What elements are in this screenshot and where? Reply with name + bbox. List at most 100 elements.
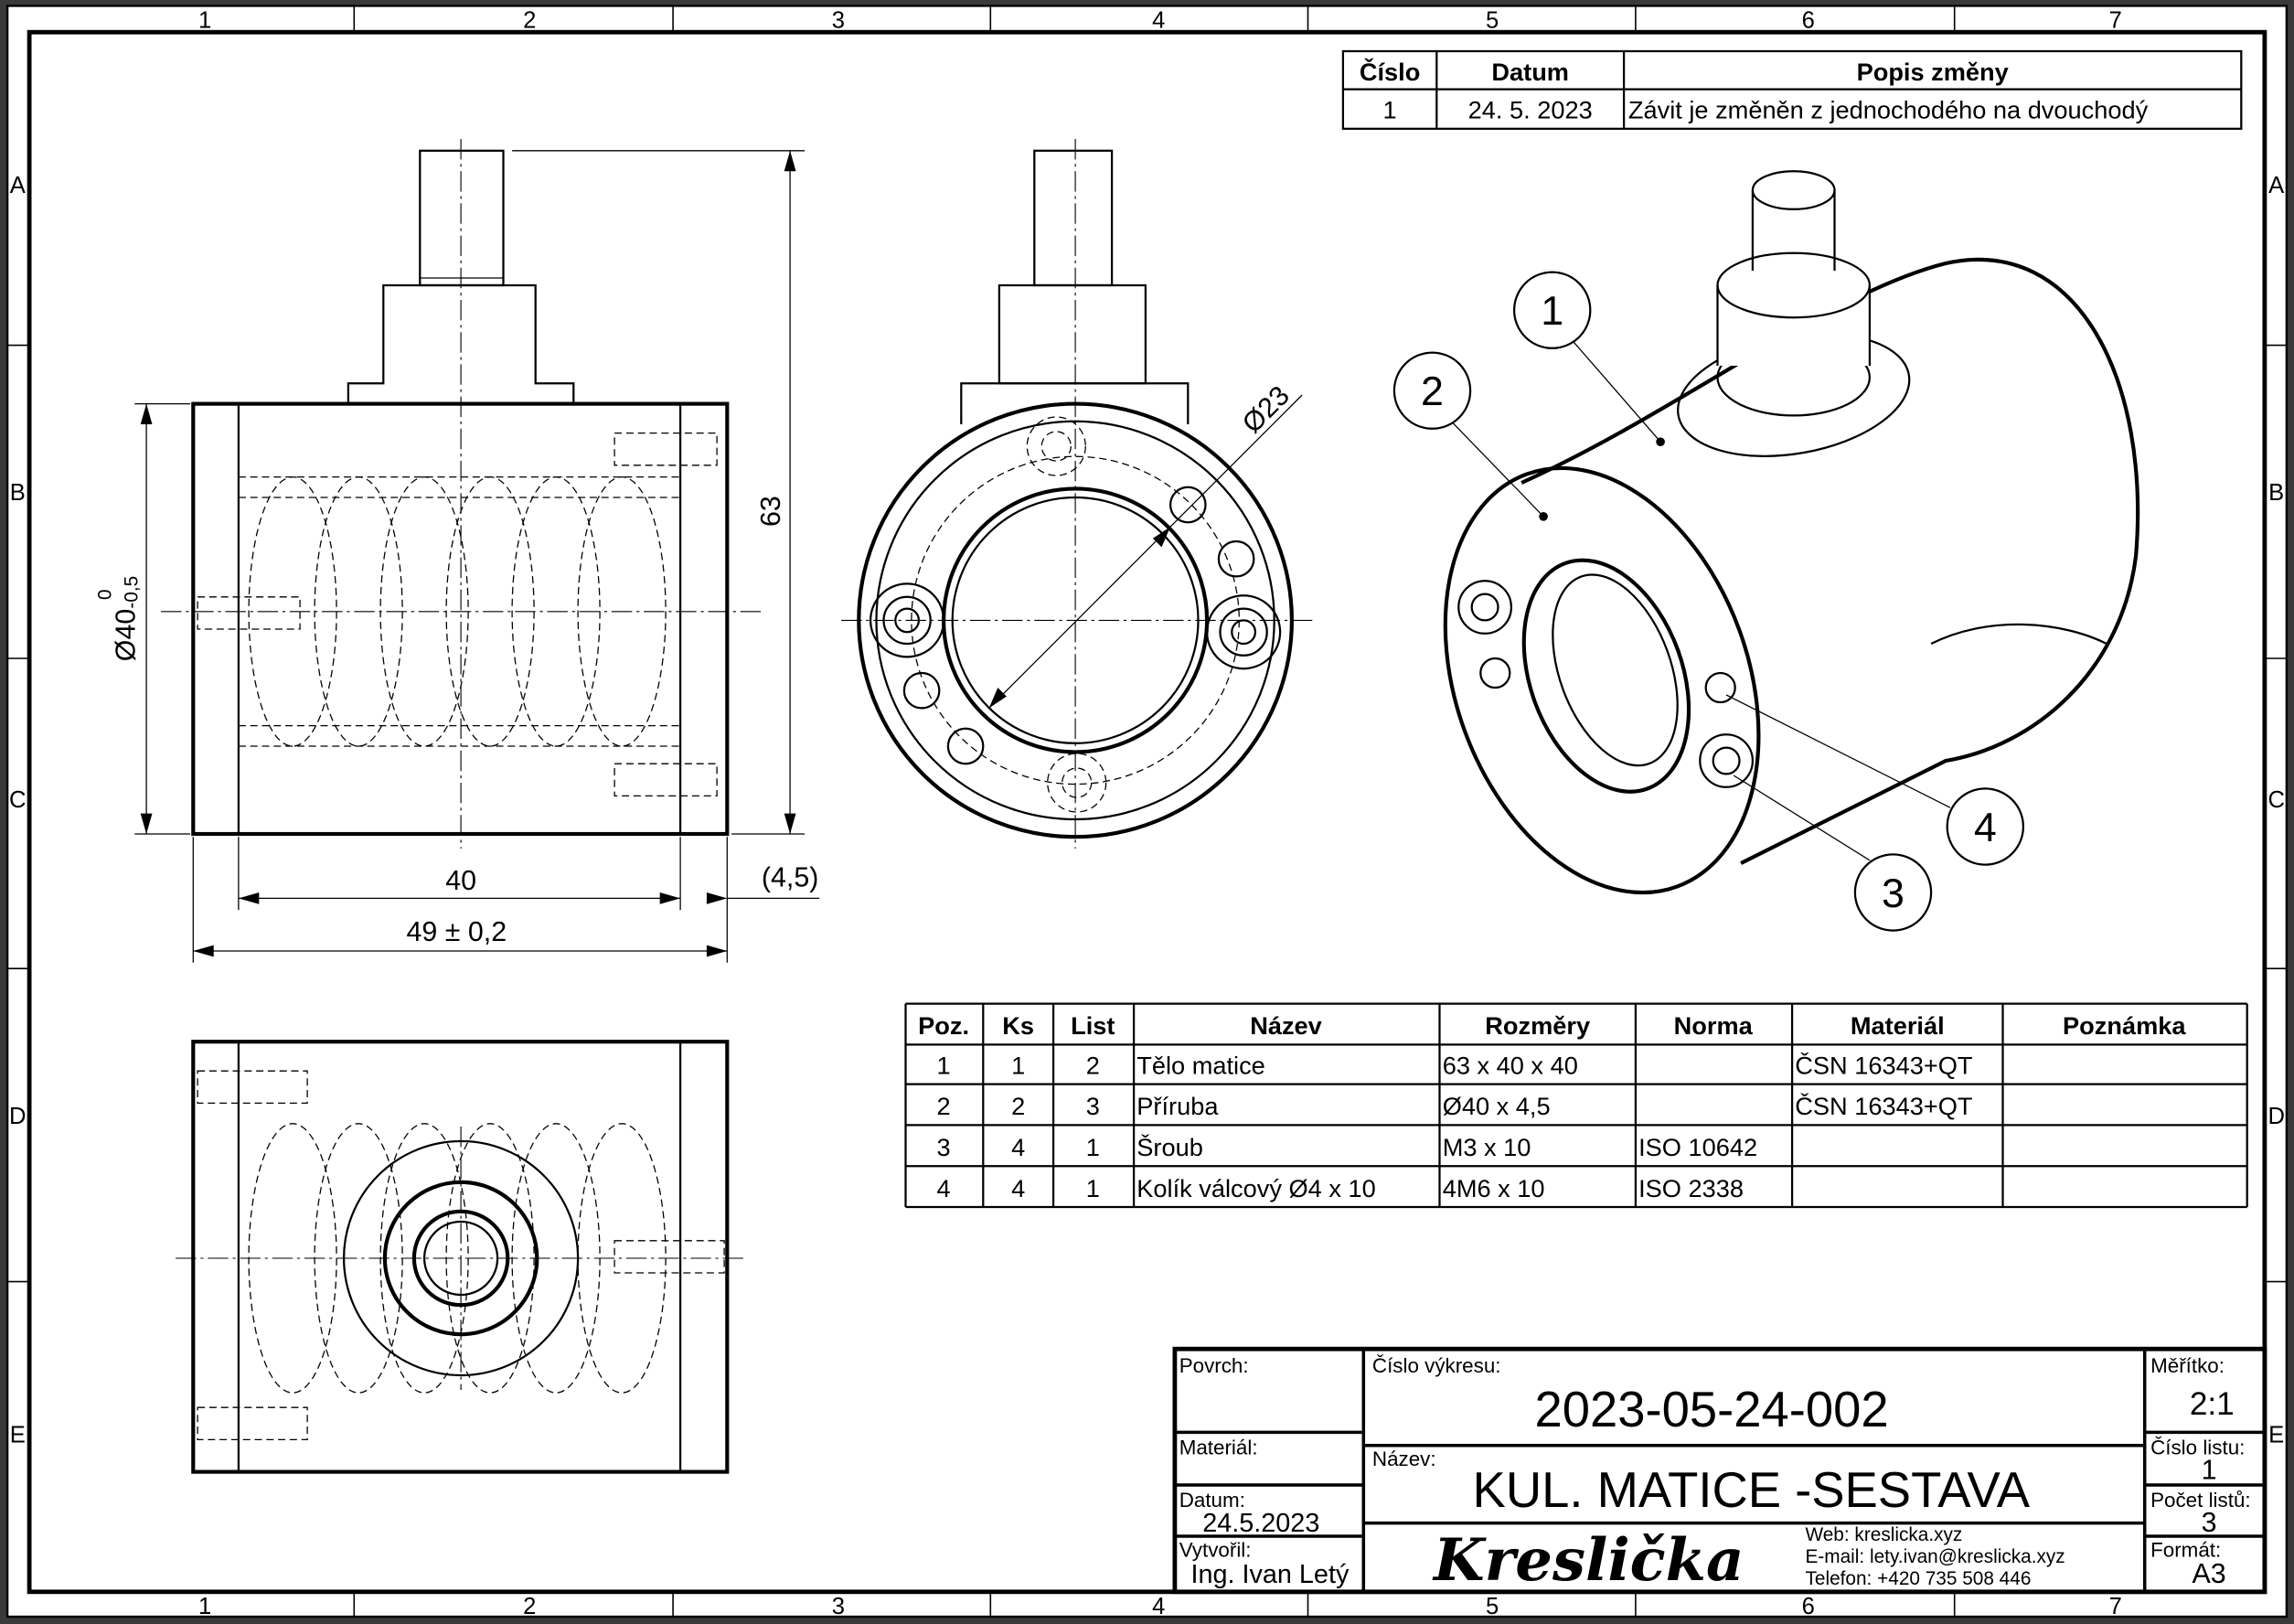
zone-row-b: B [10, 480, 26, 506]
date-label: Datum: [1179, 1489, 1245, 1512]
dim-diameter: Ø40 [110, 609, 141, 661]
zone-col-1: 1 [198, 7, 211, 33]
zone-col-5: 5 [1486, 7, 1499, 33]
zone-row-e-right: E [2268, 1423, 2284, 1448]
cell: 3 [937, 1133, 951, 1161]
header-dimensions: Rozměry [1485, 1011, 1590, 1040]
author-value: Ing. Ivan Letý [1190, 1560, 1349, 1589]
sheet-label: Číslo listu: [2150, 1436, 2245, 1458]
zone-labels: 1 2 3 4 5 6 7 1 2 3 4 5 6 7 A B C D E A … [9, 7, 2285, 1619]
zone-col-2: 2 [523, 7, 536, 33]
cell: Tělo matice [1136, 1051, 1265, 1079]
zone-row-a-right: A [2268, 173, 2285, 198]
sheet-value: 1 [2202, 1455, 2217, 1486]
zone-col-7-bottom: 7 [2109, 1594, 2122, 1619]
zone-col-1-bottom: 1 [198, 1594, 211, 1619]
drawing-name: KUL. MATICE -SESTAVA [1473, 1462, 2031, 1518]
phone-text: Telefon: +420 735 508 446 [1806, 1568, 2032, 1589]
table-row: 1 1 2 Tělo matice 63 x 40 x 40 ČSN 16343… [937, 1051, 1973, 1079]
balloon-1: 1 [1541, 288, 1563, 334]
material-label: Materiál: [1179, 1436, 1258, 1458]
zone-grid [7, 5, 2287, 1617]
cell: 2 [1086, 1051, 1100, 1079]
date-value: 24.5.2023 [1202, 1509, 1319, 1538]
zone-col-3: 3 [832, 7, 845, 33]
header-qty: Ks [1002, 1011, 1034, 1040]
title-block: Povrch: Materiál: Datum: Vytvořil: Číslo… [1172, 1346, 2267, 1595]
cell: ČSN 16343+QT [1795, 1051, 1972, 1079]
rev-row: 1 24. 5. 2023 Závit je změněn z jednocho… [1383, 96, 2149, 124]
author-label: Vytvořil: [1179, 1538, 1252, 1561]
cell: 1 [1011, 1051, 1025, 1079]
rev-cell-description: Závit je změněn z jednochodého na dvouch… [1628, 96, 2149, 124]
zone-row-c: C [9, 787, 26, 813]
drawing-no-label: Číslo výkresu: [1372, 1354, 1501, 1377]
cell: Šroub [1136, 1133, 1203, 1161]
scale-value: 2:1 [2190, 1386, 2235, 1422]
balloon-4: 4 [1974, 805, 1997, 850]
cell: 2 [937, 1092, 951, 1120]
front-dimensions: 63 Ø40 0 -0,5 40 (4,5) 49 ± 0,2 [95, 150, 820, 963]
email-text: E-mail: lety.ivan@kreslicka.xyz [1806, 1546, 2065, 1567]
rev-header-description: Popis změny [1857, 58, 2009, 86]
revision-table: Číslo Datum Popis změny 1 24. 5. 2023 Zá… [1341, 49, 2243, 130]
rev-header-date: Datum [1491, 58, 1569, 86]
zone-row-d: D [9, 1104, 26, 1129]
header-note: Poznámka [2063, 1011, 2186, 1040]
header-pos: Poz. [918, 1011, 969, 1040]
table-row: 2 2 3 Příruba Ø40 x 4,5 ČSN 16343+QT [937, 1092, 1973, 1120]
cell: 4 [1011, 1174, 1025, 1202]
web-text: Web: kreslicka.xyz [1806, 1524, 1963, 1545]
header-sheet: List [1071, 1011, 1115, 1040]
cell: ISO 2338 [1638, 1174, 1744, 1202]
dim-diameter-upper-tol: 0 [95, 589, 116, 600]
zone-row-b-right: B [2268, 480, 2284, 506]
cell: Ø40 x 4,5 [1443, 1092, 1551, 1120]
zone-col-2-bottom: 2 [523, 1594, 536, 1619]
scale-label: Měřítko: [2150, 1354, 2225, 1377]
zone-col-6: 6 [1802, 7, 1815, 33]
cell: 1 [1086, 1133, 1100, 1161]
header-name: Název [1250, 1011, 1322, 1040]
surface-label: Povrch: [1179, 1354, 1249, 1377]
dim-total-length: 49 ± 0,2 [406, 916, 507, 947]
cell: ISO 10642 [1638, 1133, 1757, 1161]
zone-col-4-bottom: 4 [1152, 1594, 1165, 1619]
cell: Kolík válcový Ø4 x 10 [1136, 1174, 1375, 1202]
cell: M3 x 10 [1443, 1133, 1531, 1161]
zone-col-5-bottom: 5 [1486, 1594, 1499, 1619]
cell: ČSN 16343+QT [1795, 1092, 1972, 1120]
sheets-value: 3 [2202, 1507, 2217, 1538]
cell: Příruba [1136, 1092, 1219, 1120]
zone-row-a: A [10, 173, 27, 198]
rev-cell-number: 1 [1383, 96, 1397, 124]
cell: 1 [937, 1051, 951, 1079]
header-material: Materiál [1851, 1011, 1945, 1040]
drawing-frame [27, 29, 2267, 1595]
zone-row-c-right: C [2267, 787, 2284, 813]
format-value: A3 [2193, 1558, 2226, 1589]
rev-header-number: Číslo [1360, 57, 1420, 86]
front-view [161, 139, 762, 849]
dim-flange: (4,5) [762, 862, 819, 893]
parts-table: Poz. Ks List Název Rozměry Norma Materiá… [904, 1002, 2248, 1209]
zone-col-3-bottom: 3 [832, 1594, 845, 1619]
cell: 4 [937, 1174, 951, 1202]
balloon-2: 2 [1421, 369, 1444, 414]
dim-inner-length: 40 [445, 865, 476, 896]
zone-col-7: 7 [2109, 7, 2122, 33]
cell: 4M6 x 10 [1443, 1174, 1545, 1202]
header-standard: Norma [1674, 1011, 1754, 1040]
dim-diameter-lower-tol: -0,5 [122, 576, 143, 609]
cell: 2 [1011, 1092, 1025, 1120]
table-row: 4 4 1 Kolík válcový Ø4 x 10 4M6 x 10 ISO… [937, 1174, 1744, 1202]
isometric-view [1443, 170, 2140, 895]
cell: 63 x 40 x 40 [1443, 1051, 1578, 1079]
name-label: Název: [1372, 1448, 1436, 1470]
zone-col-4: 4 [1152, 7, 1165, 33]
dim-height: 63 [755, 496, 786, 527]
zone-row-d-right: D [2267, 1104, 2284, 1129]
balloons: 1 2 3 4 [1392, 271, 2025, 932]
sheets-label: Počet listů: [2150, 1489, 2251, 1512]
